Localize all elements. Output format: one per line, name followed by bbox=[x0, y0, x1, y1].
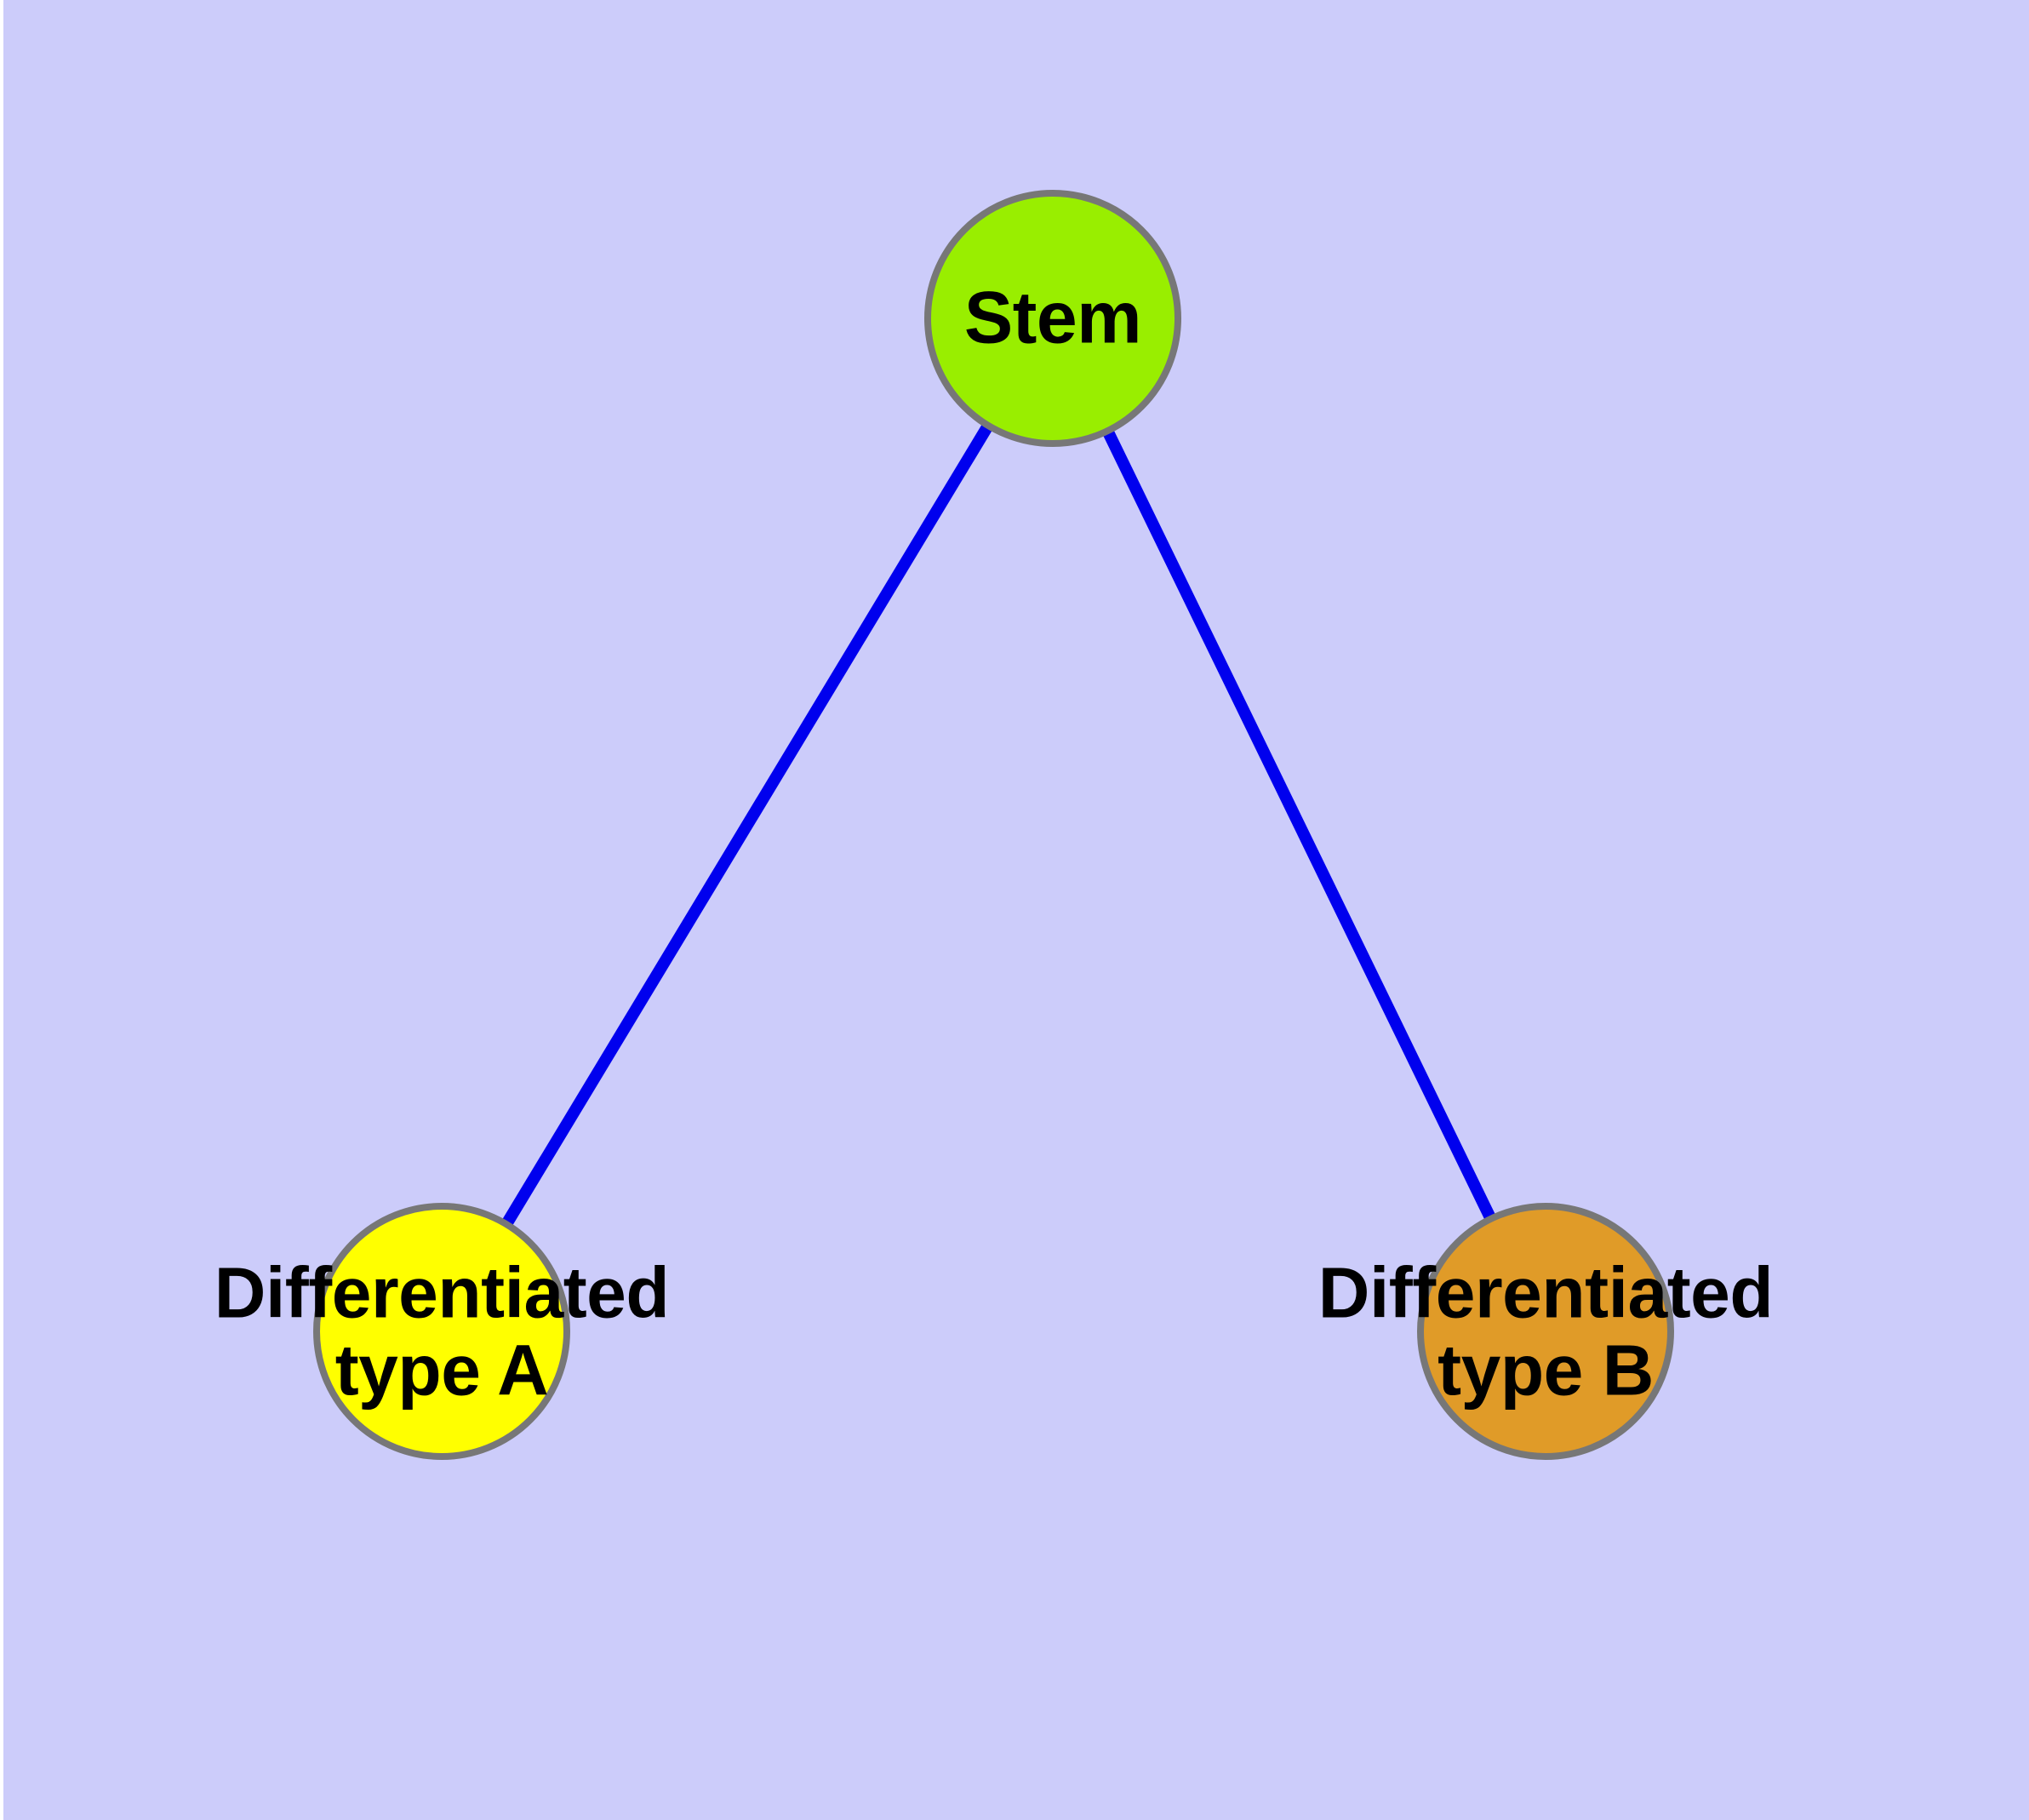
node-differentiated-type-a[interactable] bbox=[313, 1203, 570, 1460]
node-layer bbox=[313, 190, 1674, 1460]
edge-stem-to-differentiated-type-a bbox=[437, 315, 1058, 1335]
node-differentiated-type-b[interactable] bbox=[1417, 1203, 1674, 1460]
edge-layer bbox=[437, 315, 1552, 1335]
node-stem[interactable] bbox=[924, 190, 1181, 447]
edge-stem-to-differentiated-type-b bbox=[1047, 315, 1552, 1335]
